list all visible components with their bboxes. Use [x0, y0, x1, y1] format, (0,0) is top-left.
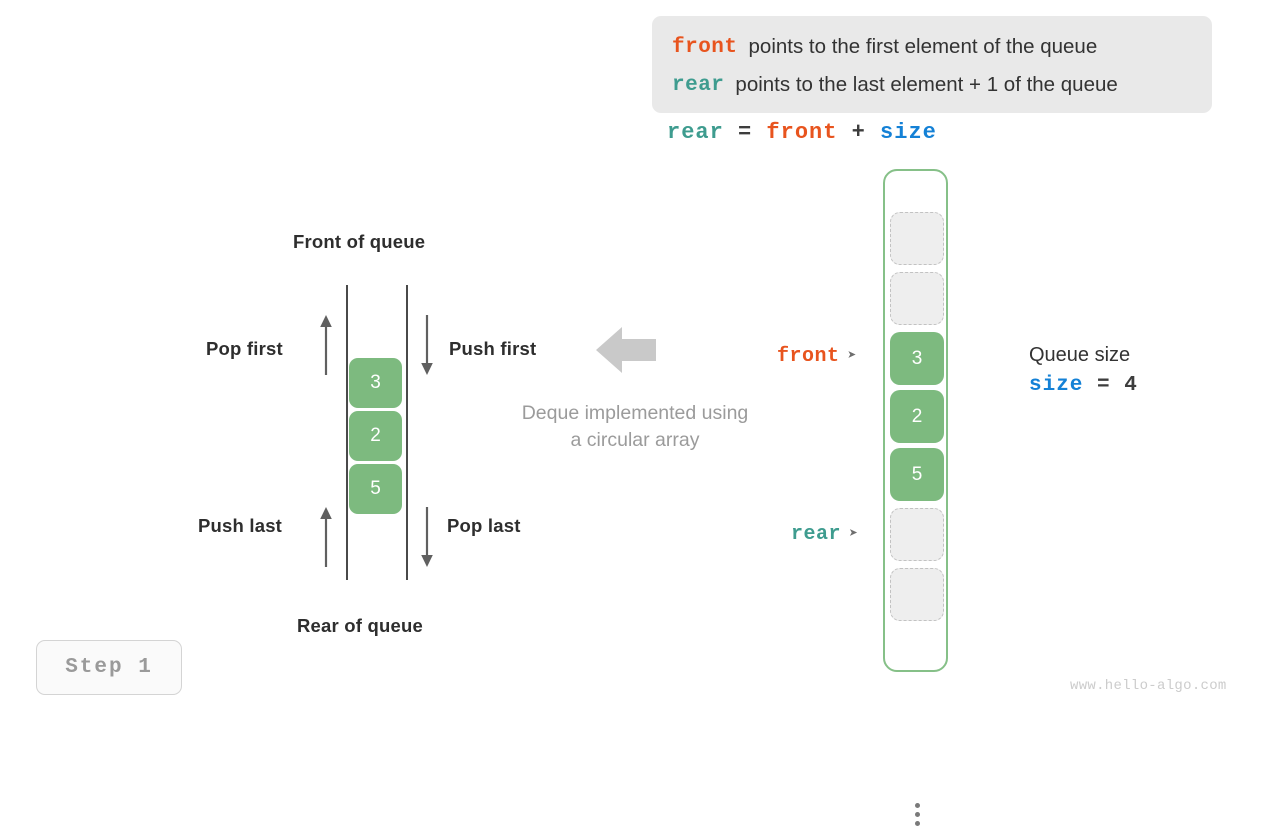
formula-rear-equals-front-plus-size: rear = front + size — [667, 120, 937, 145]
caption-line-1: Deque implemented using — [521, 402, 749, 424]
pop-first-label: Pop first — [206, 338, 283, 359]
queue-size-var: size — [1029, 374, 1084, 397]
push-last-label: Push last — [198, 515, 283, 536]
legend-box: front points to the first element of the… — [652, 16, 1212, 113]
legend-text-front: points to the first element of the queue — [748, 35, 1098, 58]
legend-line-front: front points to the first element of the… — [672, 28, 1192, 66]
deque-rail-left — [346, 285, 348, 580]
rear-of-queue-label: Rear of queue — [297, 615, 423, 636]
array-slot-filled: 5 — [890, 448, 944, 501]
queue-size-title: Queue size — [1029, 344, 1131, 366]
site-watermark: www.hello-algo.com — [1070, 678, 1227, 694]
rear-pointer-caret-icon: ➤ — [849, 526, 859, 543]
push-last-arrow-up-icon — [320, 507, 332, 567]
pop-last-label: Pop last — [447, 515, 521, 536]
front-pointer-label: front ➤ — [777, 345, 857, 368]
deque-cell: 2 — [349, 411, 402, 461]
formula-plus: + — [851, 120, 866, 145]
pop-first-arrow-up-icon — [320, 315, 332, 375]
queue-size-value: 4 — [1124, 374, 1138, 397]
array-slot-filled: 3 — [890, 332, 944, 385]
deque-cell: 3 — [349, 358, 402, 408]
pop-last-arrow-down-icon — [421, 507, 433, 567]
rear-pointer-text: rear — [791, 523, 842, 546]
array-ellipsis-bottom-icon — [885, 803, 950, 826]
circular-array-container: 3 2 5 — [883, 169, 948, 826]
array-slot-filled: 2 — [890, 390, 944, 443]
array-slot-empty — [890, 212, 944, 265]
deque-cell: 5 — [349, 464, 402, 514]
deque-rail-right — [406, 285, 408, 580]
formula-lhs-rear: rear — [667, 120, 724, 145]
push-first-arrow-down-icon — [421, 315, 433, 375]
legend-keyword-front: front — [672, 35, 738, 59]
rear-pointer-label: rear ➤ — [791, 523, 859, 546]
legend-text-rear: points to the last element + 1 of the qu… — [735, 73, 1118, 96]
front-pointer-text: front — [777, 345, 840, 368]
push-first-label: Push first — [449, 338, 537, 359]
array-slot-empty — [890, 272, 944, 325]
queue-size-block: Queue size size = 4 — [1029, 344, 1138, 397]
front-pointer-caret-icon: ➤ — [847, 348, 858, 365]
array-slot-empty — [890, 568, 944, 621]
formula-rhs-size: size — [880, 120, 937, 145]
legend-keyword-rear: rear — [672, 73, 725, 97]
diagram-caption: Deque implemented using a circular array — [480, 400, 790, 454]
array-slot-empty — [890, 508, 944, 561]
step-badge: Step 1 — [36, 640, 182, 695]
queue-size-equals: = — [1097, 374, 1111, 397]
formula-rhs-front: front — [766, 120, 838, 145]
formula-equals: = — [738, 120, 753, 145]
queue-size-expression: size = 4 — [1029, 374, 1138, 397]
caption-line-2: a circular array — [570, 429, 700, 451]
legend-line-rear: rear points to the last element + 1 of t… — [672, 66, 1192, 104]
left-block-arrow-icon — [596, 327, 656, 373]
front-of-queue-label: Front of queue — [293, 231, 426, 252]
